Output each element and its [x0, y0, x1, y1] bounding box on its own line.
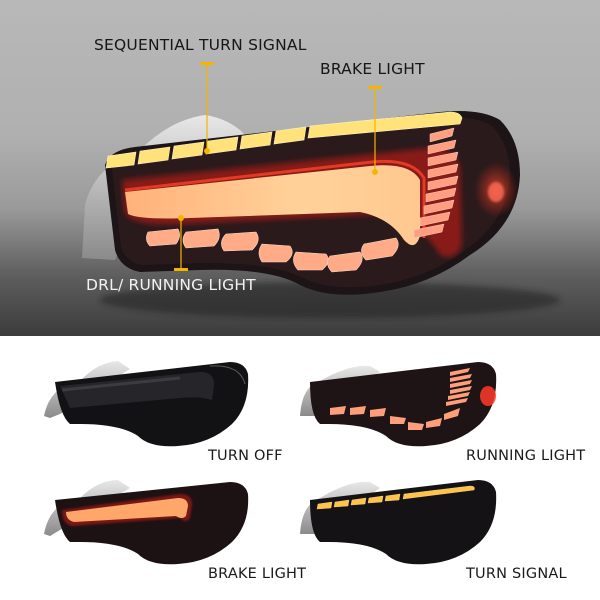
- tail-light-running-image: [300, 362, 497, 447]
- mode-label: RUNNING LIGHT: [466, 448, 586, 464]
- turn-signal-segments: [105, 111, 463, 169]
- drl-segments: [146, 228, 399, 273]
- callout-sequential-turn-signal: SEQUENTIAL TURN SIGNAL: [94, 36, 307, 54]
- mode-label: BRAKE LIGHT: [208, 566, 307, 582]
- mode-turn-signal: TURN SIGNAL: [300, 468, 600, 600]
- hero-panel: SEQUENTIAL TURN SIGNAL BRAKE LIGHT DRL/ …: [0, 0, 600, 336]
- callout-drl-running-light: DRL/ RUNNING LIGHT: [86, 276, 256, 294]
- callout-markers: [174, 62, 382, 271]
- light-modes-grid: TURN OFF RUNNING LIGHT BRA: [0, 336, 600, 600]
- tail-light-hero-image: [82, 62, 560, 318]
- tail-light-brake-image: [44, 480, 249, 565]
- mode-label: TURN OFF: [208, 448, 283, 464]
- mode-brake-light: BRAKE LIGHT: [0, 468, 306, 600]
- mode-turn-off: TURN OFF: [0, 336, 300, 468]
- tail-light-off-image: [44, 361, 249, 447]
- mode-running-light: RUNNING LIGHT: [300, 336, 600, 468]
- callout-brake-light: BRAKE LIGHT: [320, 60, 425, 78]
- brake-light-bar: [125, 165, 420, 246]
- tail-light-turn-signal-image: [300, 480, 497, 565]
- mode-label: TURN SIGNAL: [466, 566, 567, 582]
